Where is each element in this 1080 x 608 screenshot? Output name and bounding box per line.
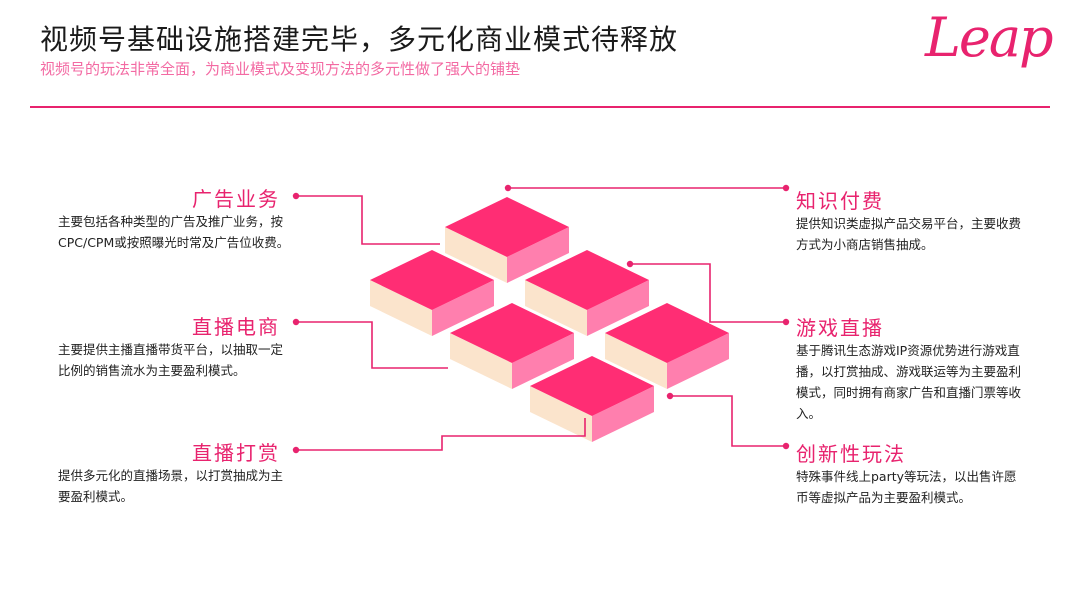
connector-ads-dot [292,192,300,200]
right-item-innovative-desc: 特殊事件线上party等玩法，以出售许愿币等虚拟产品为主要盈利模式。 [796,469,1017,505]
cube-center-right [525,250,649,336]
connector-knowledge-dot [504,184,512,192]
cube-bottom-side [592,386,654,442]
cube-left [370,250,494,336]
left-item-ecommerce-desc: 主要提供主播直播带货平台，以抽取一定比例的销售流水为主要盈利模式。 [58,342,284,378]
cube-bottom [530,356,654,442]
connector-innovative-end-dot [782,442,790,450]
cube-bottom-top [530,356,654,416]
left-item-tipping-title: 直播打赏 [192,441,280,465]
leap-logo: Leap [925,6,1054,69]
cube-top-center-front [445,227,507,283]
cube-center [450,303,574,389]
connector-ecommerce-dot [292,318,300,326]
connector-tipping [296,418,586,451]
connector-innovative-dot [666,392,674,400]
left-item-ads-desc: 主要包括各种类型的广告及推广业务，按CPC/CPM或按照曝光时常及广告位收费。 [58,214,290,250]
cube-center-right-side [587,280,649,336]
connector-gaming [630,263,786,323]
left-item-ads-title: 广告业务 [192,187,280,211]
cube-right-top [605,303,729,363]
cube-center-side [512,333,574,389]
page-title: 视频号基础设施搭建完毕，多元化商业模式待释放 [40,23,679,56]
page-subtitle: 视频号的玩法非常全面，为商业模式及变现方法的多元性做了强大的铺垫 [40,60,521,78]
cube-left-top [370,250,494,310]
cube-center-top [450,303,574,363]
cube-top-center-side [507,227,569,283]
cube-bottom-front [530,386,592,442]
connector-gaming-dot [626,260,634,268]
connector-innovative [670,395,786,447]
connector-ads [296,195,440,245]
right-item-knowledge-title: 知识付费 [796,189,884,213]
cube-left-front [370,280,432,336]
cube-top-center-top [445,197,569,257]
cube-right-front [605,333,667,389]
cube-left-side [432,280,494,336]
right-item-gaming-desc: 基于腾讯生态游戏IP资源优势进行游戏直播，以打赏抽成、游戏联运等为主要盈利模式，… [796,343,1022,421]
connector-ecommerce [296,321,448,369]
cube-right [605,303,729,389]
right-item-gaming-title: 游戏直播 [796,316,884,340]
connector-tipping-dot [292,446,300,454]
connector-gaming-end-dot [782,318,790,326]
cube-center-right-front [525,280,587,336]
cube-top-center [445,197,569,283]
right-item-knowledge-desc: 提供知识类虚拟产品交易平台，主要收费方式为小商店销售抽成。 [796,216,1022,252]
left-item-tipping-desc: 提供多元化的直播场景，以打赏抽成为主要盈利模式。 [58,468,284,504]
header-divider [30,106,1050,108]
cube-right-side [667,333,729,389]
left-item-ecommerce-title: 直播电商 [192,315,280,339]
cube-center-front [450,333,512,389]
connector-knowledge-end-dot [782,184,790,192]
right-item-innovative-title: 创新性玩法 [796,442,906,466]
cube-center-right-top [525,250,649,310]
